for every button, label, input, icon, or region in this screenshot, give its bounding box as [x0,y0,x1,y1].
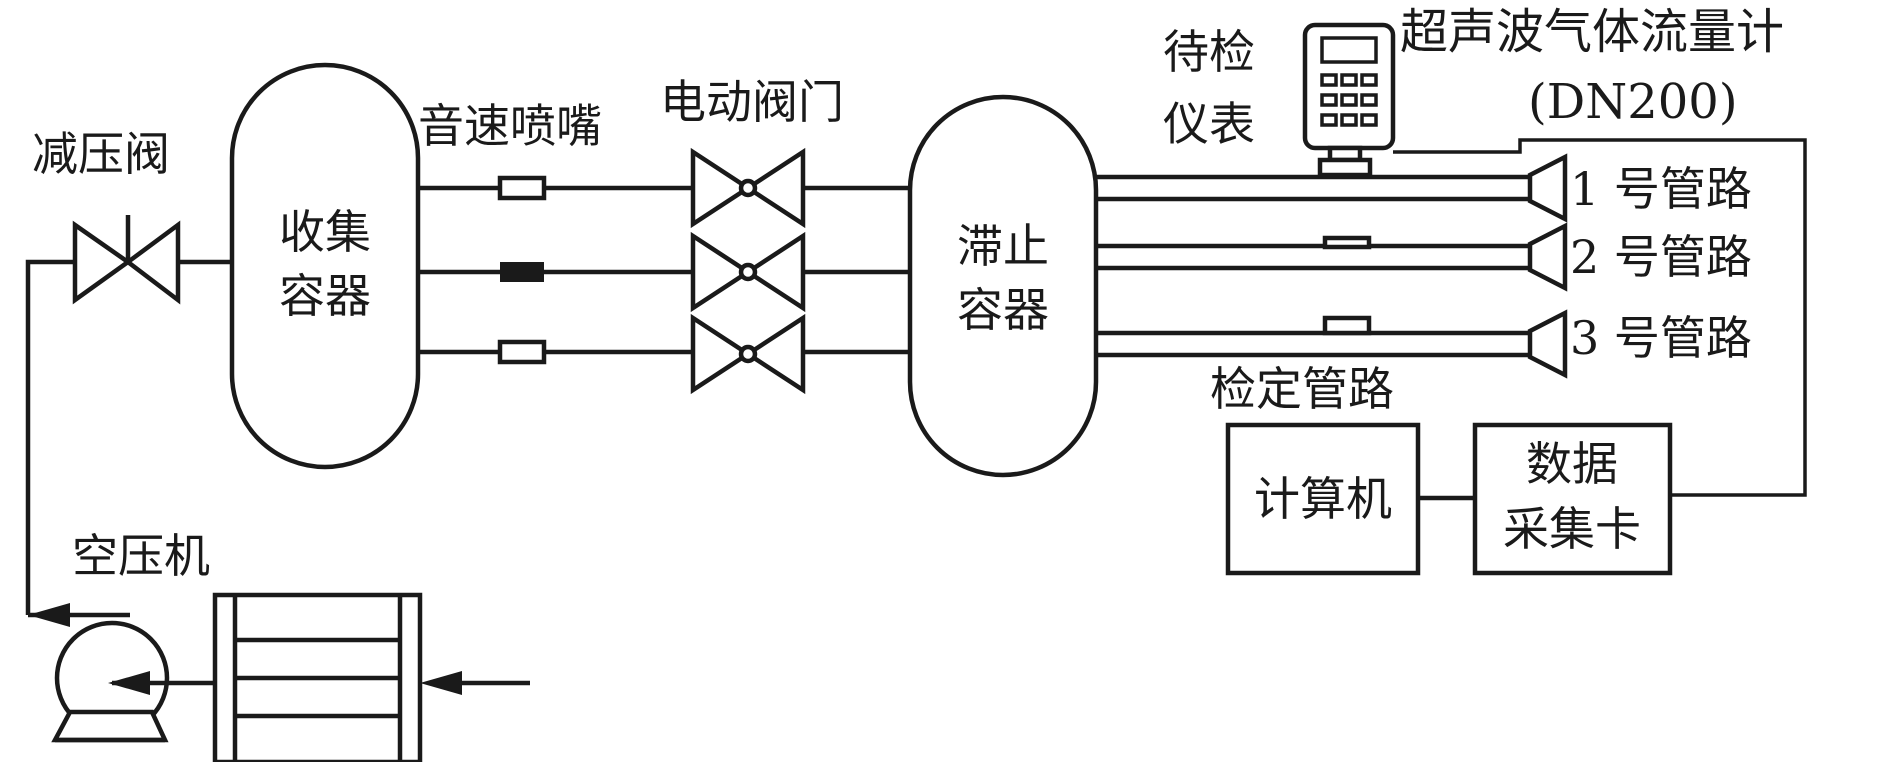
valve-icon [690,231,806,313]
daq-card-label-line2: 采集卡 [1503,502,1641,556]
handheld-meter-icon [1302,22,1396,178]
stagnation-vessel-label-line1: 滞止 [957,219,1049,273]
meter-signal-line [1393,138,1807,497]
meter-under-test-label-line2: 仪表 [1163,97,1255,151]
pipe-3-label: 3 号管路 [1570,311,1752,365]
pressure-reducing-valve-label: 减压阀 [32,127,170,181]
return-pipe [25,259,75,615]
flow-arrow-icon [420,671,462,695]
ultrasonic-meter-label-line2: (DN200) [1528,74,1738,130]
stagnation-vessel [907,94,1099,478]
filter-tank-icon [212,592,423,765]
air-compressor-label: 空压机 [72,529,210,583]
sonic-nozzle-label: 音速喷嘴 [418,99,602,153]
collection-vessel-label-line1: 收集 [279,205,371,259]
nozzle-icon [500,262,544,282]
daq-card-box [1472,422,1673,576]
electric-valve-label: 电动阀门 [660,75,844,129]
horn-outlet-icon [1527,222,1568,292]
horn-outlet-icon [1527,153,1568,223]
horn-outlet-icon [1527,309,1568,379]
flow-arrow-icon [28,603,70,627]
air-compressor-icon [51,620,170,743]
nozzle-valve-pipes [418,185,910,355]
pipe-2-label: 2 号管路 [1570,230,1752,284]
pipe-2-meter-body [1322,235,1372,250]
flow-arrow-icon [108,671,150,695]
computer-label: 计算机 [1254,472,1392,526]
electric-valve-icons [690,147,806,395]
pipe-1-label: 1 号管路 [1570,162,1752,216]
collection-vessel-label-line2: 容器 [279,269,371,323]
calibration-pipes [1096,174,1530,358]
valve-icon [690,313,806,395]
calibration-pipeline-label: 检定管路 [1210,362,1394,416]
horn-outlet-icons [1527,153,1568,379]
stagnation-vessel-label-line2: 容器 [957,283,1049,337]
pressure-reducing-valve-icon [72,215,181,305]
nozzle-icon [497,339,547,365]
pipe-3-meter-body [1322,315,1372,336]
valve-icon [690,147,806,229]
ultrasonic-meter-label-line1: 超声波气体流量计 [1400,4,1784,60]
daq-card-label-line1: 数据 [1526,437,1618,491]
meter-under-test-label-line1: 待检 [1163,25,1255,79]
nozzle-icon [497,175,547,201]
computer-box [1225,422,1421,576]
collection-vessel [229,62,421,470]
sonic-nozzle-icons [497,175,547,365]
